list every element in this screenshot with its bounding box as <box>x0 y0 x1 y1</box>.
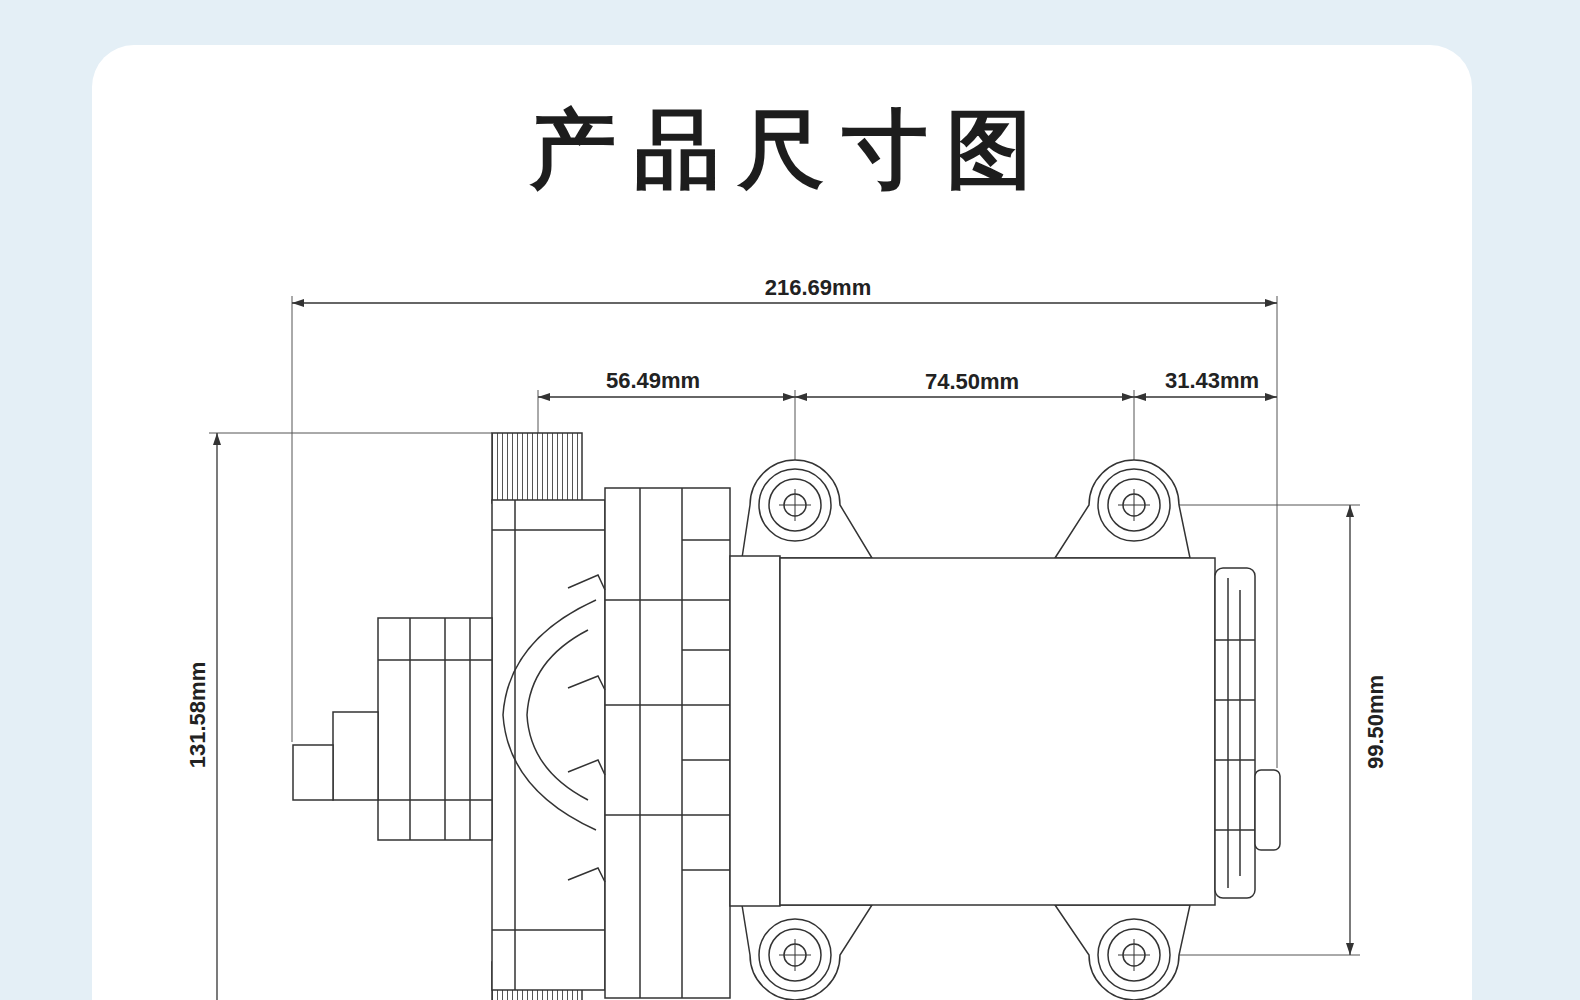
clip <box>568 575 605 882</box>
extension-line <box>1172 505 1360 506</box>
body-detail <box>492 500 605 990</box>
mount-foot <box>742 905 872 1000</box>
dimension-label: 99.50mm <box>1365 675 1387 769</box>
extension-line <box>1134 390 1135 467</box>
end-cap-detail <box>1215 578 1255 888</box>
dimension-line <box>795 396 1134 397</box>
extension-line <box>292 296 293 742</box>
switch-cap <box>333 712 378 800</box>
diaphragm-dome <box>527 630 588 800</box>
dimension-lines <box>217 303 1350 1000</box>
extension-line <box>209 433 492 434</box>
extension-line <box>1277 296 1278 768</box>
switch-detail <box>378 618 492 840</box>
mount-foot <box>1055 905 1190 1000</box>
pump-head-detail <box>605 488 730 998</box>
motor-ring <box>730 556 780 906</box>
dimension-label: 74.50mm <box>925 371 1019 393</box>
dimension-label: 56.49mm <box>606 370 700 392</box>
dimension-line <box>1349 505 1350 955</box>
dimension-line <box>1134 396 1277 397</box>
mount-hole <box>759 919 831 991</box>
pump <box>293 433 1280 1000</box>
mount-hole <box>1098 469 1170 541</box>
mount-foot <box>742 460 872 558</box>
extension-line <box>795 390 796 467</box>
mount-foot <box>1055 460 1190 558</box>
valve-body <box>492 500 605 990</box>
dimension-label: 31.43mm <box>1165 370 1259 392</box>
dimension-label: 216.69mm <box>765 277 871 299</box>
dimension-label: 131.58mm <box>187 662 209 768</box>
switch-terminal <box>293 745 333 800</box>
dimension-line <box>292 302 1277 303</box>
end-cap-boss <box>1255 770 1280 850</box>
extension-lines <box>209 296 1360 955</box>
motor-body <box>780 558 1215 905</box>
mount-hole <box>759 469 831 541</box>
dimension-line <box>538 396 795 397</box>
mount-hole <box>1098 919 1170 991</box>
dimension-line <box>216 433 217 1000</box>
end-cap <box>1215 568 1255 898</box>
pump-head <box>605 488 730 998</box>
diaphragm-dome <box>503 600 596 830</box>
thread-port <box>492 433 582 503</box>
page-title: 产品尺寸图 <box>530 92 1050 209</box>
pressure-switch <box>378 618 492 840</box>
extension-line <box>1172 955 1360 956</box>
